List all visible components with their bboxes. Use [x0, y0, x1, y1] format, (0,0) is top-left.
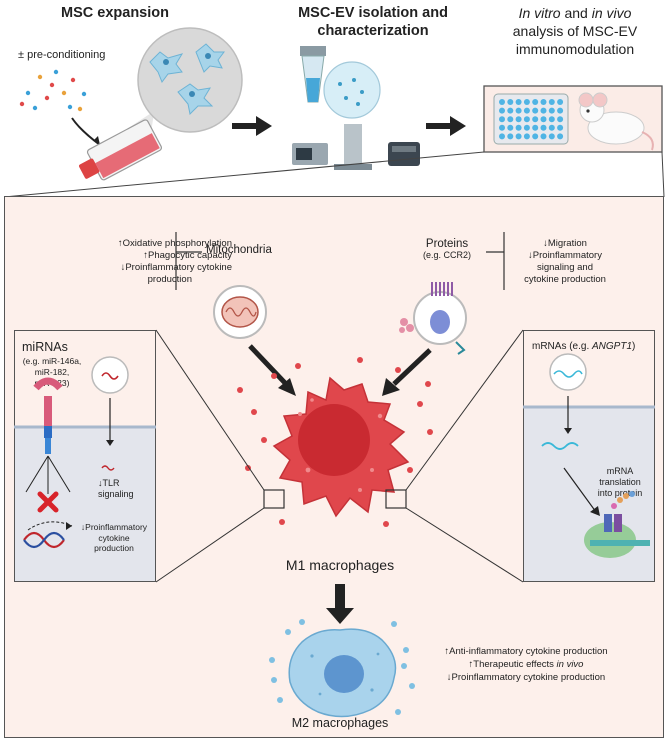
- dna-icon: [23, 531, 65, 549]
- well: [507, 124, 514, 131]
- step-isolation-title: MSC-EV isolation and characterization: [298, 5, 448, 39]
- m2-effects: ↑Anti-inflammatory cytokine production ↑…: [444, 646, 608, 683]
- proteins-effects: ↓Migration ↓Proinflammatory signaling an…: [524, 238, 606, 285]
- arrow-to-m2-icon: [326, 584, 354, 624]
- mirna-ev-icon: [91, 356, 129, 394]
- well: [540, 133, 547, 140]
- mitochondria-label: Mitochondria: [206, 244, 272, 256]
- well: [515, 107, 522, 114]
- m2-cytokine-dots-icon: [269, 619, 415, 715]
- mitochondria-ev-icon: [213, 285, 267, 339]
- step-analysis-title: In vitro and in vivo analysis of MSC-EV …: [512, 5, 638, 57]
- well: [523, 107, 530, 114]
- well: [499, 124, 505, 131]
- well: [515, 99, 522, 105]
- well: [532, 107, 539, 114]
- culture-flask-icon: [79, 119, 163, 181]
- well: [523, 124, 530, 131]
- well: [557, 133, 564, 140]
- m2-macrophages-label: M2 macrophages: [291, 716, 389, 730]
- well: [507, 116, 514, 123]
- well: [548, 124, 555, 131]
- well: [540, 99, 547, 105]
- well: [507, 99, 514, 105]
- well: [515, 133, 522, 140]
- well: [540, 124, 547, 131]
- well: [548, 133, 555, 140]
- step-msc-expansion-title: MSC expansion: [61, 5, 169, 21]
- well: [515, 124, 522, 131]
- m1-macrophage-icon: [272, 376, 410, 518]
- well: [499, 99, 505, 105]
- well: [557, 124, 564, 131]
- well: [548, 116, 555, 123]
- well: [499, 116, 505, 123]
- arrow-to-m1-icon: [248, 344, 432, 396]
- well: [540, 116, 547, 123]
- well: [532, 99, 539, 105]
- well: [515, 116, 522, 123]
- well: [532, 133, 539, 140]
- well: [523, 133, 530, 140]
- m2-macrophage-icon: [288, 628, 397, 718]
- well: [548, 99, 555, 105]
- centrifuge-tube-icon: [300, 46, 326, 103]
- process-arrow-icon: [232, 116, 272, 136]
- m1-macrophages-label: M1 macrophages: [285, 557, 395, 573]
- well: [499, 107, 505, 114]
- well: [507, 107, 514, 114]
- well: [499, 133, 505, 140]
- preconditioning-dots-icon: [19, 69, 87, 112]
- protein-ev-icon: [399, 282, 467, 355]
- mirna-inset: [14, 330, 156, 582]
- block-x-icon: [37, 491, 59, 513]
- well: [507, 133, 514, 140]
- mrna-title: mRNAs (e.g. ANGPT1): [532, 341, 636, 352]
- well: [557, 107, 564, 114]
- well: [557, 116, 564, 123]
- proteins-label: Proteins (e.g. CCR2): [422, 238, 471, 260]
- process-arrow-icon: [426, 116, 466, 136]
- well: [523, 116, 530, 123]
- well: [532, 116, 539, 123]
- mirna-title: miRNAs: [22, 340, 68, 354]
- mrna-ev-icon: [549, 353, 587, 391]
- tlr-receptor-icon: [33, 377, 63, 454]
- well: [523, 99, 530, 105]
- well: [532, 124, 539, 131]
- mouse-icon: [578, 92, 654, 151]
- cytokine-dots-icon: [237, 357, 433, 527]
- well: [557, 99, 564, 105]
- well: [540, 107, 547, 114]
- preconditioning-label: ± pre-conditioning: [18, 49, 106, 61]
- well-plate-icon: [493, 93, 569, 145]
- ribosome-icon: [584, 491, 650, 558]
- well: [548, 107, 555, 114]
